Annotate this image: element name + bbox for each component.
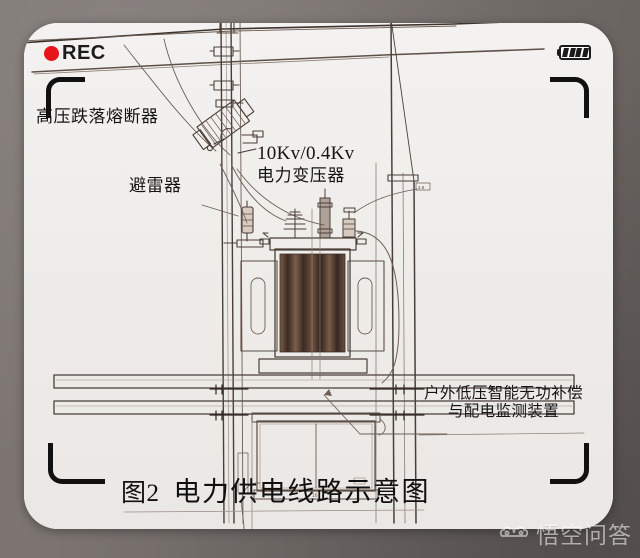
wukong-cloud-logo-icon	[499, 526, 529, 537]
viewfinder-bracket-bottom-right	[550, 443, 589, 484]
watermark: 悟空问答	[499, 516, 632, 550]
battery-bar	[568, 48, 575, 57]
figure-title: 电力供电线路示意图	[173, 477, 431, 507]
svg-text:16: 16	[312, 493, 318, 499]
battery-bar	[575, 48, 582, 57]
svg-text:4.8: 4.8	[418, 185, 425, 190]
battery-bar	[581, 48, 588, 57]
annotation-compensation-device: 户外低压智能无功补偿 与配电监测装置	[424, 385, 583, 422]
annotation-lightning-arrester: 避雷器	[129, 176, 182, 195]
watermark-text: 悟空问答	[536, 522, 632, 548]
viewfinder-bracket-top-left	[46, 77, 85, 118]
viewfinder-bracket-bottom-left	[48, 443, 105, 484]
rec-label: REC	[62, 42, 106, 64]
figure-number: 图2	[121, 480, 160, 507]
battery-bar	[562, 48, 569, 57]
viewfinder-bracket-top-right	[550, 77, 589, 118]
rec-indicator: REC	[44, 43, 106, 63]
power-supply-line-diagram: 4.8	[24, 23, 585, 529]
compensation-line-2: 与配电监测装置	[447, 403, 560, 421]
figure-caption: 图2 电力供电线路示意图	[121, 470, 430, 509]
transformer-name-text: 电力变压器	[257, 166, 345, 186]
compensation-line-1: 户外低压智能无功补偿	[424, 385, 584, 402]
battery-body	[559, 45, 591, 60]
battery-icon	[557, 45, 591, 60]
transformer-rating-text: 10Kv/0.4Kv	[257, 143, 355, 164]
rec-dot-icon	[44, 45, 59, 61]
annotation-transformer: 10Kv/0.4Kv 电力变压器	[257, 143, 354, 186]
photo-card: 4.8	[24, 23, 613, 529]
